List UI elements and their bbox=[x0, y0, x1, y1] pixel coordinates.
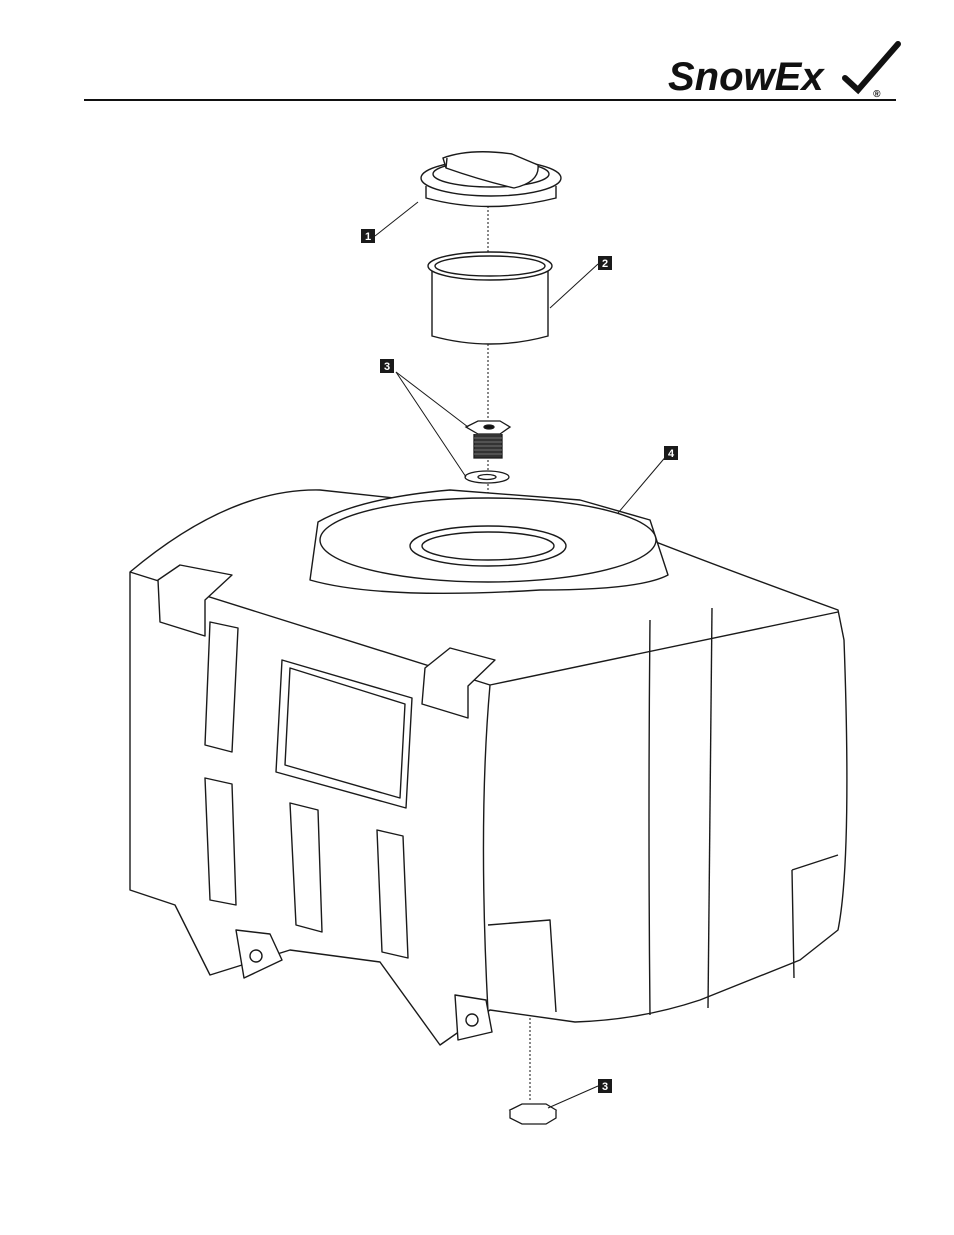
callout-4-label: 4 bbox=[668, 448, 675, 460]
part-basket bbox=[428, 252, 552, 344]
callout-4: 4 bbox=[664, 446, 678, 460]
brand-name: SnowEx bbox=[668, 55, 825, 99]
checkmark-icon bbox=[845, 44, 898, 90]
part-tank bbox=[130, 490, 847, 1045]
callout-1-label: 1 bbox=[365, 231, 371, 243]
part-cap bbox=[421, 152, 561, 207]
callout-3-lower-label: 3 bbox=[602, 1081, 608, 1093]
callout-2-label: 2 bbox=[602, 258, 608, 270]
registered-mark: ® bbox=[873, 89, 881, 100]
callout-3-upper: 3 bbox=[380, 359, 394, 373]
brand-logo: SnowEx ® bbox=[668, 44, 898, 100]
part-fitting bbox=[465, 421, 510, 483]
callout-3-upper-label: 3 bbox=[384, 361, 390, 373]
callout-1: 1 bbox=[361, 229, 375, 243]
callout-2: 2 bbox=[598, 256, 612, 270]
callout-3-lower: 3 bbox=[598, 1079, 612, 1093]
